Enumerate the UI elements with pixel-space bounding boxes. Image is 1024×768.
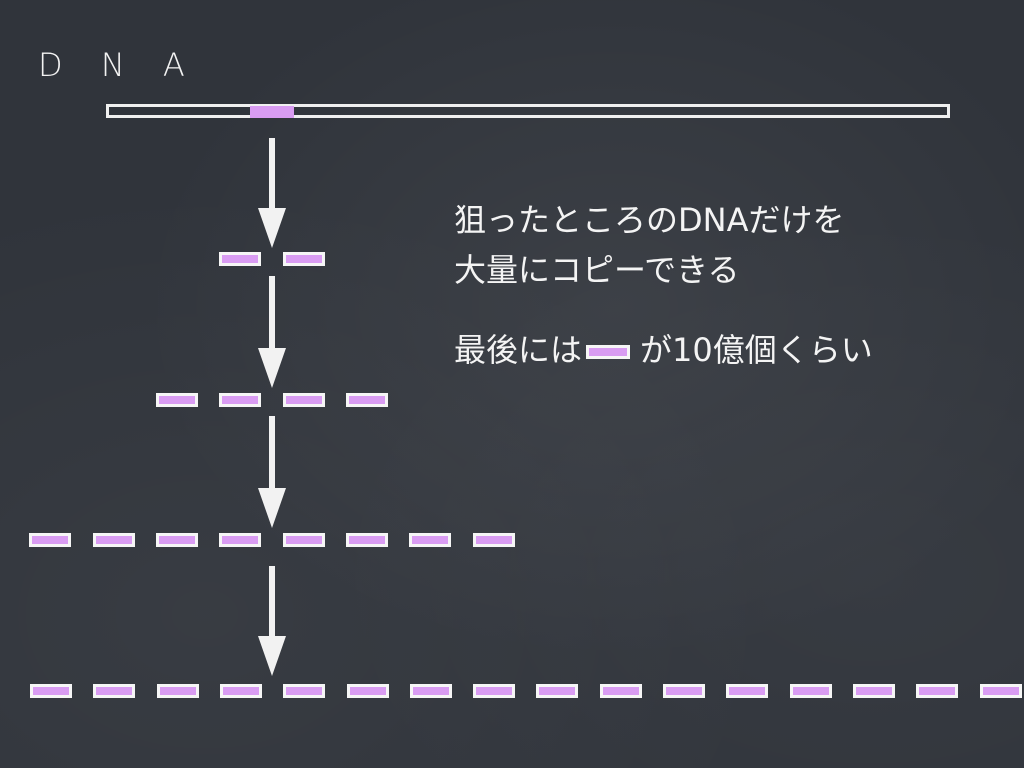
dna-copy-segment	[93, 684, 135, 698]
note-line-2: 大量にコピーできる	[454, 251, 740, 289]
arrow-head	[258, 488, 286, 528]
arrow-shaft	[269, 416, 275, 492]
arrow-head	[258, 636, 286, 676]
dna-copy-segment	[283, 252, 325, 266]
arrow-head	[258, 208, 286, 248]
dna-copy-segment	[283, 393, 325, 407]
note-line-1: 狙ったところのDNAだけを	[454, 201, 845, 239]
dna-copy-segment	[346, 533, 388, 547]
dna-copy-segment	[790, 684, 832, 698]
arrow-shaft	[269, 138, 275, 212]
dna-copy-segment	[283, 684, 325, 698]
dna-copy-segment	[219, 393, 261, 407]
dna-label: D N A	[38, 46, 199, 84]
dna-copy-segment	[220, 684, 262, 698]
dna-copy-segment	[853, 684, 895, 698]
dna-copy-segment	[536, 684, 578, 698]
dna-copy-segment	[283, 533, 325, 547]
dna-copy-segment	[980, 684, 1022, 698]
dna-copy-segment	[156, 393, 198, 407]
arrow-shaft	[269, 566, 275, 640]
dna-copy-segment	[916, 684, 958, 698]
dna-copy-segment	[663, 684, 705, 698]
dna-copy-segment	[29, 533, 71, 547]
dna-copy-segment	[219, 533, 261, 547]
dna-copy-segment	[156, 533, 198, 547]
arrow-head	[258, 348, 286, 388]
dna-copy-segment	[600, 684, 642, 698]
dna-copy-segment	[346, 393, 388, 407]
arrow-shaft	[269, 276, 275, 352]
dna-copy-segment	[347, 684, 389, 698]
dna-copy-segment	[726, 684, 768, 698]
dna-copy-segment	[409, 533, 451, 547]
dna-copy-segment	[219, 252, 261, 266]
dna-target-region	[250, 106, 294, 118]
dna-strand	[106, 104, 950, 118]
note-line-3: 最後には が10億個くらい	[454, 330, 873, 372]
note-line-3-prefix: 最後には	[454, 331, 583, 369]
note-line-3-suffix: が10億個くらい	[640, 331, 873, 369]
dna-copy-segment	[30, 684, 72, 698]
dna-copy-segment	[410, 684, 452, 698]
dna-copy-segment	[93, 533, 135, 547]
dna-copy-segment	[157, 684, 199, 698]
dna-copy-legend-segment	[586, 345, 631, 359]
dna-copy-segment	[473, 684, 515, 698]
dna-copy-segment	[473, 533, 515, 547]
